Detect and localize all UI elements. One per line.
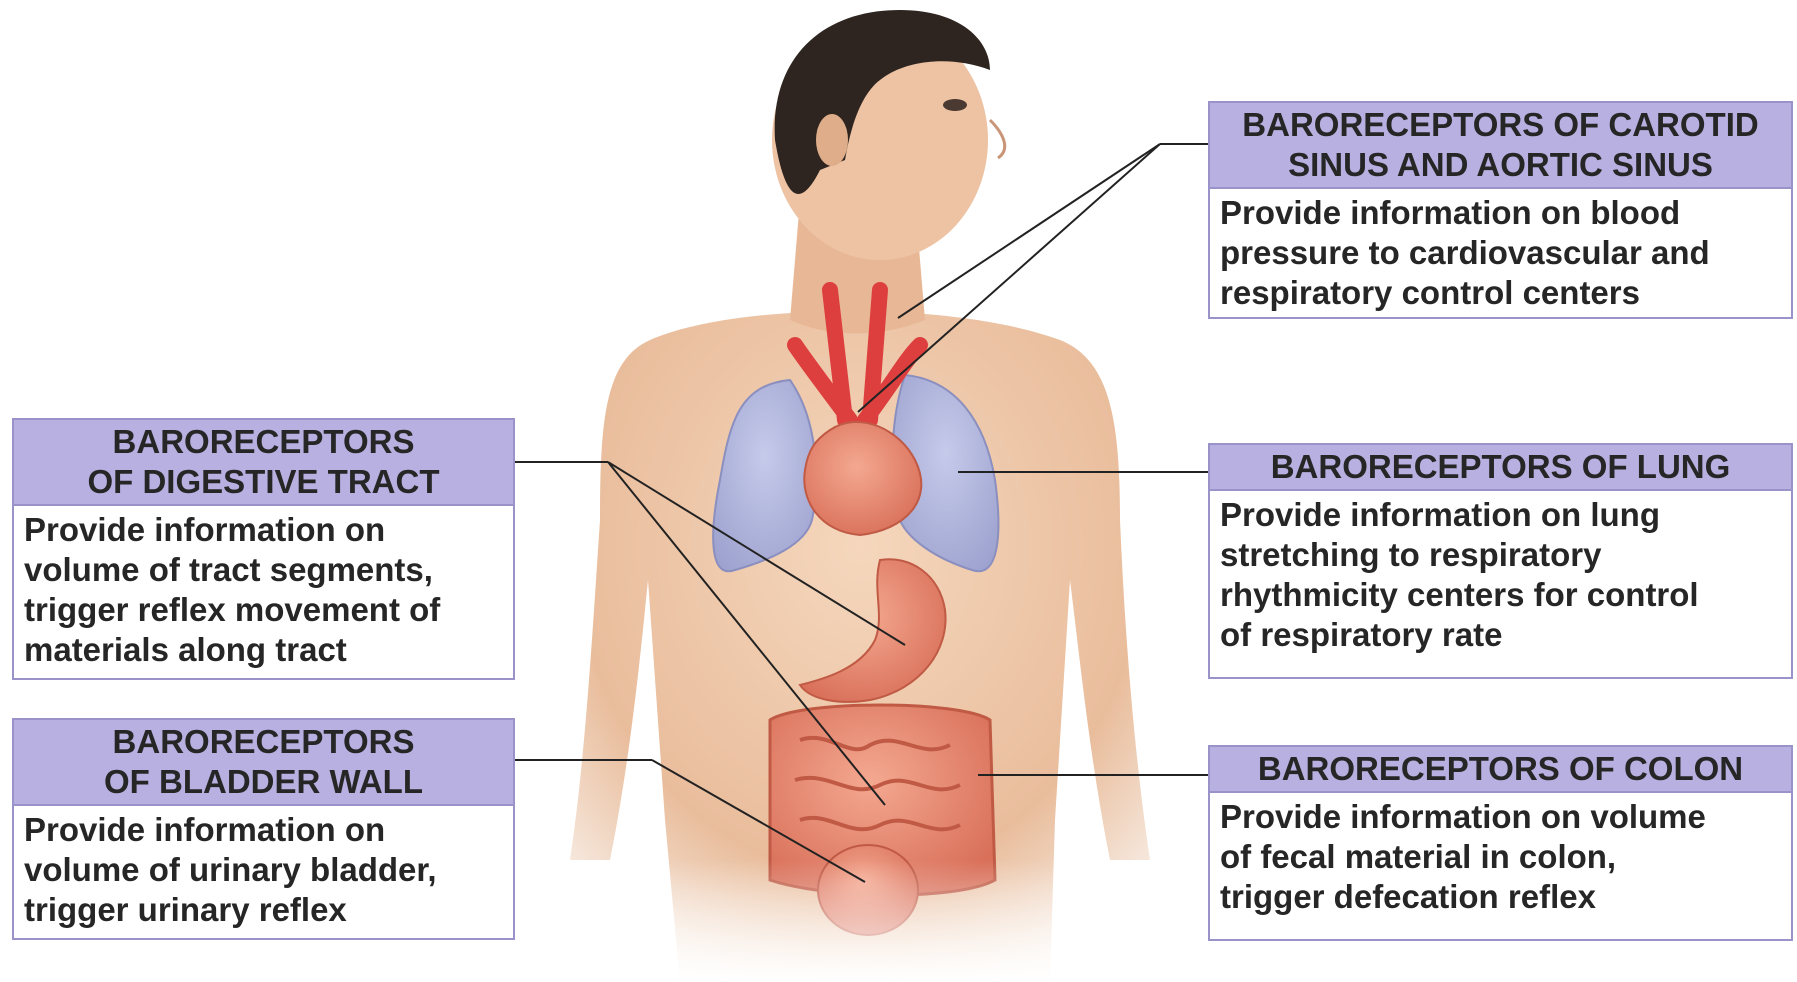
callout-bladder-body: Provide information on volume of urinary…	[14, 806, 513, 936]
callout-digestive-body: Provide information on volume of tract s…	[14, 506, 513, 676]
callout-carotid: BARORECEPTORS OF CAROTID SINUS AND AORTI…	[1208, 101, 1793, 319]
callout-bladder-title: BARORECEPTORS OF BLADDER WALL	[14, 720, 513, 806]
callout-colon-body: Provide information on volume of fecal m…	[1210, 793, 1791, 923]
callout-digestive: BARORECEPTORS OF DIGESTIVE TRACT Provide…	[12, 418, 515, 680]
callout-lung: BARORECEPTORS OF LUNG Provide informatio…	[1208, 443, 1793, 679]
callout-digestive-title: BARORECEPTORS OF DIGESTIVE TRACT	[14, 420, 513, 506]
callout-lung-title: BARORECEPTORS OF LUNG	[1210, 445, 1791, 491]
callout-lung-body: Provide information on lung stretching t…	[1210, 491, 1791, 661]
callout-colon: BARORECEPTORS OF COLON Provide informati…	[1208, 745, 1793, 941]
callout-bladder: BARORECEPTORS OF BLADDER WALL Provide in…	[12, 718, 515, 940]
callout-colon-title: BARORECEPTORS OF COLON	[1210, 747, 1791, 793]
head	[772, 10, 1005, 260]
callout-carotid-body: Provide information on blood pressure to…	[1210, 189, 1791, 319]
callout-carotid-title: BARORECEPTORS OF CAROTID SINUS AND AORTI…	[1210, 103, 1791, 189]
